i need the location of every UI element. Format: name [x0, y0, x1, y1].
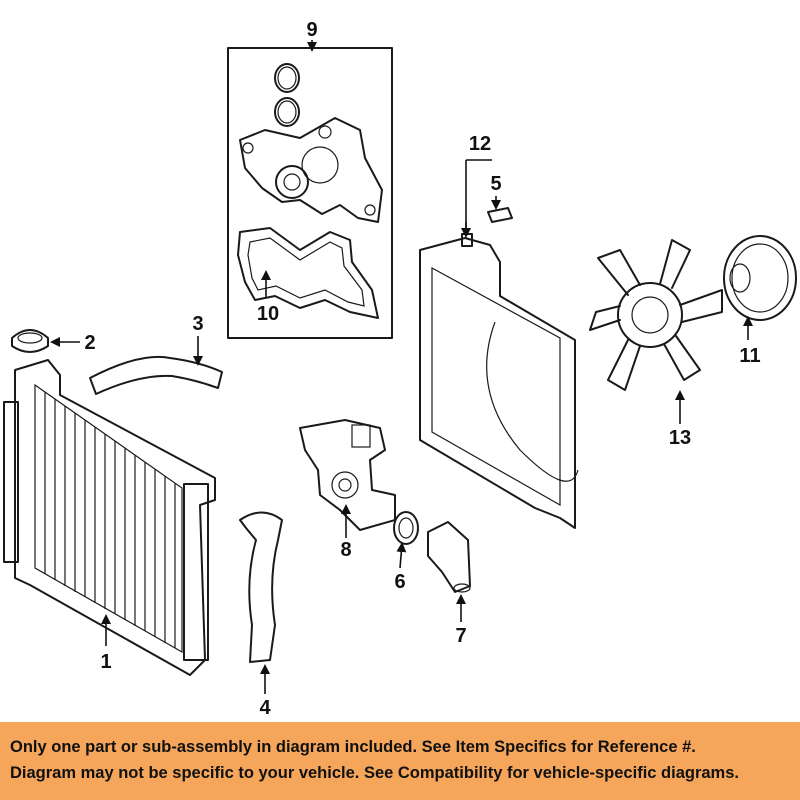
callout-7: 7 — [455, 625, 466, 647]
fan-shroud — [419, 233, 579, 529]
thermostat-housing — [299, 419, 396, 531]
callout-10: 10 — [257, 303, 279, 325]
callout-1: 1 — [100, 651, 111, 673]
lower-radiator-hose — [239, 511, 283, 663]
callout-3: 3 — [192, 313, 203, 335]
water-pump-assembly — [239, 63, 383, 223]
callout-12: 12 — [469, 133, 491, 155]
exploded-parts-diagram: 1 2 3 4 5 6 7 8 9 10 11 12 13 — [3, 19, 797, 719]
cooling-fan — [589, 239, 723, 391]
fan-clutch — [723, 235, 797, 321]
upper-radiator-hose — [89, 355, 223, 395]
radiator-core-fins — [44, 392, 176, 648]
water-pump-gasket — [237, 227, 379, 319]
callout-9: 9 — [306, 19, 317, 41]
disclaimer-banner: Only one part or sub-assembly in diagram… — [0, 722, 800, 800]
disclaimer-line-2: Diagram may not be specific to your vehi… — [10, 764, 739, 782]
water-inlet — [427, 521, 471, 593]
thermostat-gasket — [393, 511, 419, 545]
radiator — [3, 359, 216, 676]
callout-13: 13 — [669, 427, 691, 449]
disclaimer-line-1: Only one part or sub-assembly in diagram… — [10, 738, 696, 756]
leader-lines — [50, 40, 753, 694]
callout-2: 2 — [84, 332, 95, 354]
water-pump-group-box — [227, 47, 393, 339]
callout-4: 4 — [259, 697, 271, 719]
callout-5: 5 — [490, 173, 501, 195]
callout-6: 6 — [394, 571, 405, 593]
callout-11: 11 — [739, 345, 760, 367]
callout-labels: 1 2 3 4 5 6 7 8 9 10 11 12 13 — [84, 19, 760, 719]
shroud-clip — [487, 207, 513, 223]
radiator-cap — [11, 329, 49, 353]
callout-8: 8 — [340, 539, 351, 561]
